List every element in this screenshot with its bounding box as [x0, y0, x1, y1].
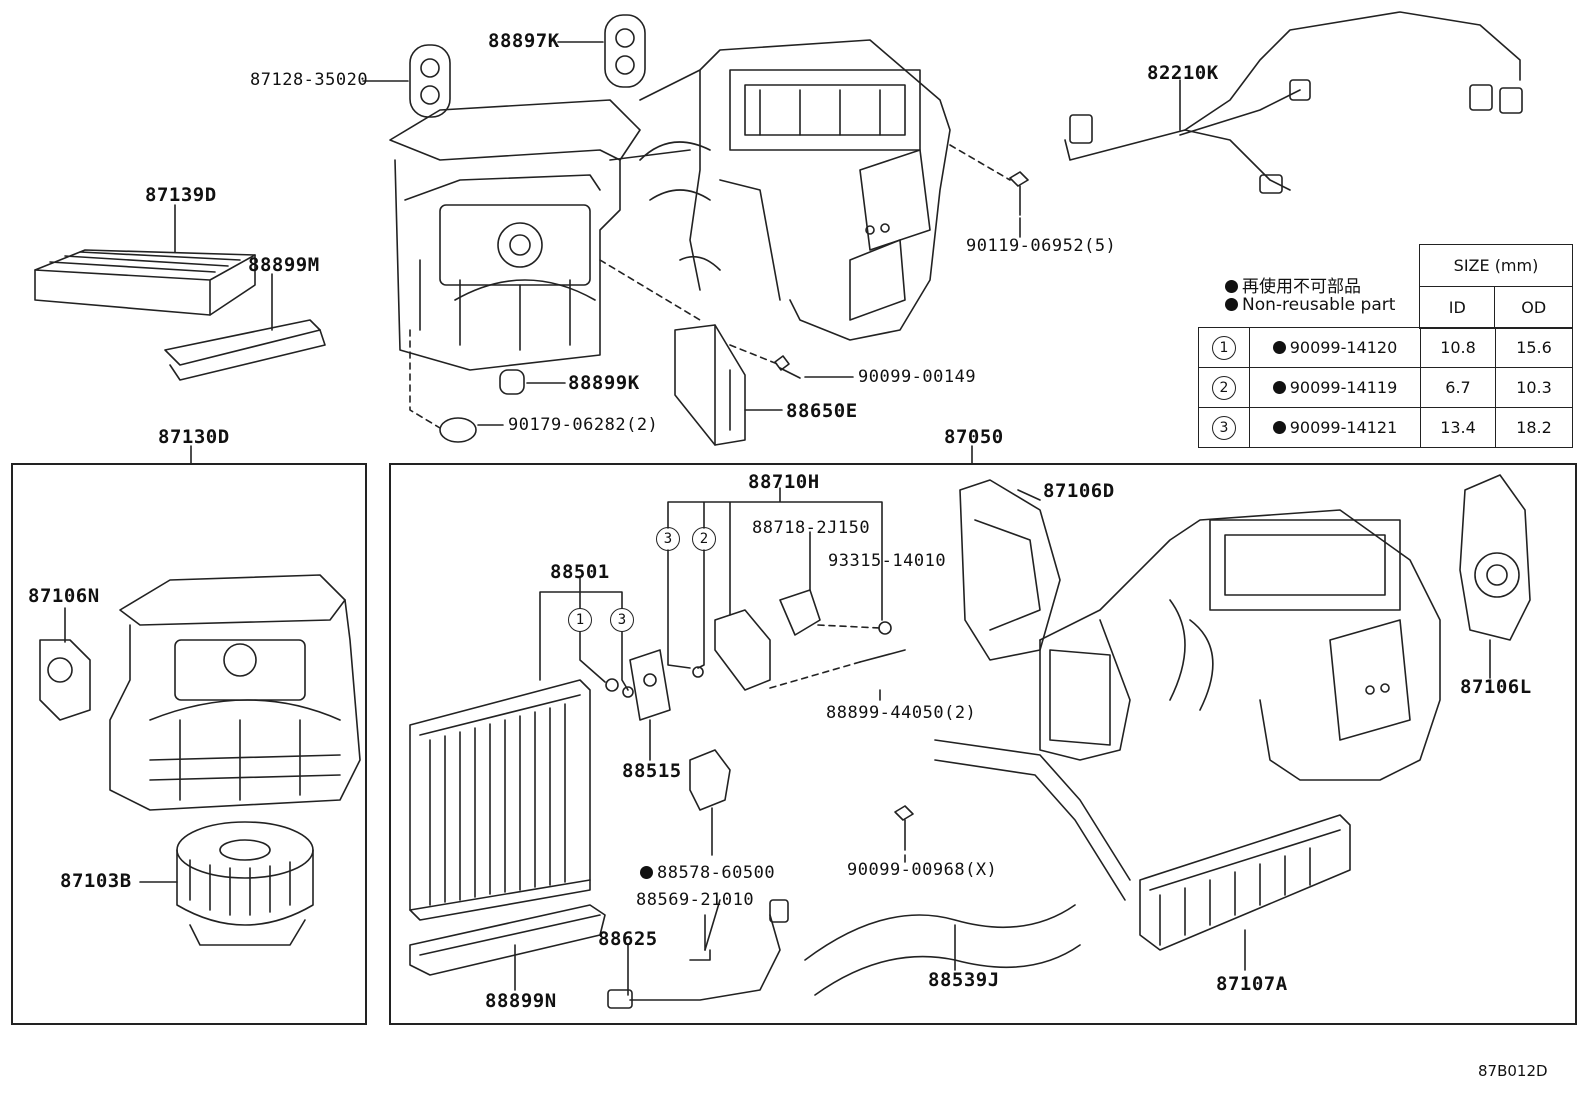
- label-88578-60500: 88578-60500: [640, 865, 775, 882]
- label-87128-35020: 87128-35020: [250, 70, 369, 90]
- non-reusable-dot-icon: [1272, 421, 1286, 434]
- label-87139d: 87139D: [145, 184, 217, 206]
- leaders-top: [174, 41, 1181, 464]
- air-filter-87139d: [34, 249, 256, 316]
- grommet-87128: [409, 44, 451, 118]
- thermistor-88569: [607, 899, 789, 1009]
- label-88650e: 88650E: [786, 400, 858, 422]
- legend-non-reusable-jp: 再使用不可部品: [1225, 272, 1361, 297]
- part-cell: 90099-14119: [1249, 367, 1421, 408]
- grommet-88897k: [604, 14, 646, 88]
- id-header: ID: [1418, 286, 1496, 329]
- mark-2-callout: 2: [692, 527, 716, 551]
- hvac-assembly-top: [389, 39, 951, 371]
- od-cell: 15.6: [1495, 327, 1573, 368]
- label-87103b: 87103B: [60, 870, 132, 892]
- label-88899n: 88899N: [485, 990, 557, 1012]
- hvac-unit-frame: [389, 463, 1577, 1025]
- evaporator-cover-88899n: [409, 904, 606, 976]
- non-reusable-dot-icon: [1272, 341, 1286, 354]
- label-88501: 88501: [550, 561, 610, 583]
- legend-non-reusable-en: Non-reusable part: [1225, 295, 1395, 315]
- size-table: 1 90099-14120 10.8 15.6 2 90099-14119 6.…: [1198, 327, 1573, 448]
- size-header: SIZE (mm): [1419, 244, 1573, 287]
- part-cell: 90099-14121: [1249, 407, 1421, 448]
- leaders-right: [514, 487, 1491, 996]
- table-row: 2 90099-14119 6.7 10.3: [1198, 367, 1573, 408]
- label-87106l: 87106L: [1460, 676, 1532, 698]
- label-87106n: 87106N: [28, 585, 100, 607]
- label-90099-00968: 90099-00968(X): [847, 860, 998, 880]
- mark-1: 1: [1212, 335, 1236, 360]
- od-cell: 18.2: [1495, 407, 1573, 448]
- actuator-87106n: [39, 639, 91, 721]
- clip-88899k: [499, 369, 525, 395]
- blower-motor-87103b: [176, 821, 314, 946]
- label-82210k: 82210K: [1147, 62, 1219, 84]
- label-88710h: 88710H: [748, 471, 820, 493]
- label-90099-00149: 90099-00149: [858, 367, 977, 387]
- label-87107a: 87107A: [1216, 973, 1288, 995]
- blower-assembly-87130d: [109, 574, 361, 811]
- non-reusable-dot-icon: [1272, 381, 1286, 394]
- expansion-valve-88515: [629, 649, 671, 721]
- label-88899m: 88899M: [248, 254, 320, 276]
- mark-1-callout: 1: [568, 608, 592, 632]
- evaporator-88501: [409, 679, 591, 921]
- table-row: 3 90099-14121 13.4 18.2: [1198, 407, 1573, 448]
- label-93315-14010: 93315-14010: [828, 551, 947, 571]
- screw-90099-00968: [894, 805, 914, 851]
- label-90179-06282: 90179-06282(2): [508, 415, 659, 435]
- screw-90099-00149: [774, 355, 801, 379]
- non-reusable-dot-icon: [1225, 298, 1238, 311]
- pipe-joints-88710h: [605, 589, 906, 698]
- label-88899-44050: 88899-44050(2): [826, 703, 977, 723]
- non-reusable-dot-icon: [640, 866, 653, 879]
- label-90119-06952: 90119-06952(5): [966, 236, 1117, 256]
- mark-3-callout: 3: [656, 527, 680, 551]
- mark-3-callout: 3: [610, 608, 634, 632]
- insulator-88578: [689, 749, 731, 811]
- non-reusable-dot-icon: [1225, 280, 1238, 293]
- screw-90119: [1009, 171, 1029, 216]
- label-88515: 88515: [622, 760, 682, 782]
- id-cell: 10.8: [1420, 327, 1496, 368]
- dashed-guides-right: [769, 624, 881, 689]
- label-88569-21010: 88569-21010: [636, 890, 755, 910]
- wire-harness-82210k: [1064, 11, 1523, 194]
- filter-cover-88899m: [164, 319, 326, 381]
- actuator-87106d: [959, 479, 1061, 661]
- table-row: 1 90099-14120 10.8 15.6: [1198, 327, 1573, 368]
- label-87106d: 87106D: [1043, 480, 1115, 502]
- label-88718-2j150: 88718-2J150: [752, 518, 871, 538]
- label-88625: 88625: [598, 928, 658, 950]
- label-88539j: 88539J: [928, 969, 1000, 991]
- od-header: OD: [1494, 286, 1573, 329]
- label-88899k: 88899K: [568, 372, 640, 394]
- diagram-code: 87B012D: [1478, 1062, 1548, 1080]
- part-cell: 90099-14120: [1249, 327, 1421, 368]
- size-table-header: SIZE (mm) ID OD: [1418, 244, 1573, 329]
- label-88897k: 88897K: [488, 30, 560, 52]
- label-87050: 87050: [944, 426, 1004, 448]
- leaders-left: [64, 607, 178, 883]
- od-cell: 10.3: [1495, 367, 1573, 408]
- id-cell: 6.7: [1420, 367, 1496, 408]
- actuator-87106l: [1459, 474, 1531, 641]
- clip-90179: [439, 417, 477, 443]
- mark-2: 2: [1212, 375, 1236, 400]
- blower-unit-frame: [11, 463, 367, 1025]
- heater-core-87107a: [934, 739, 1351, 951]
- ecu-88650e: [674, 324, 746, 446]
- dashed-guides-top: [409, 144, 1011, 429]
- label-87130d: 87130D: [158, 426, 230, 448]
- hvac-case-87050: [1039, 509, 1441, 781]
- id-cell: 13.4: [1420, 407, 1496, 448]
- mark-3: 3: [1212, 415, 1236, 440]
